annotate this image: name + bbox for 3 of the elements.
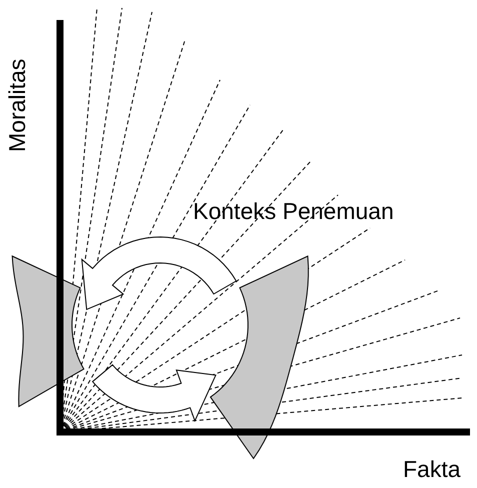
axis-label: Fakta: [403, 458, 461, 481]
axis-label: Moralitas: [6, 58, 29, 152]
diagram-label: Konteks Penemuan: [193, 200, 394, 223]
